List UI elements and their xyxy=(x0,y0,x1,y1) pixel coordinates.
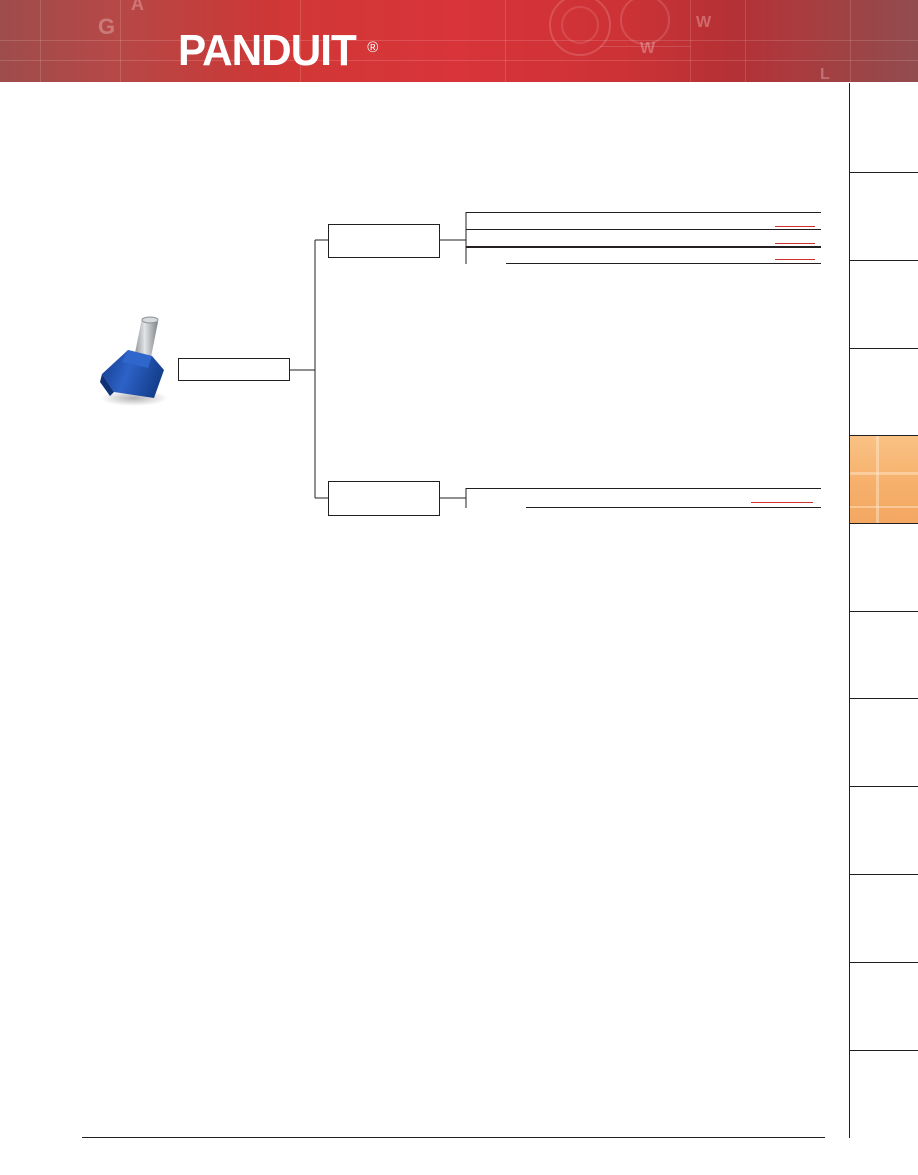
section-tab[interactable] xyxy=(850,172,918,260)
banner-texture-line xyxy=(600,46,690,47)
banner-texture-glyph: L xyxy=(820,66,830,83)
banner-gradient-overlay xyxy=(0,0,918,83)
leaf-row-4 xyxy=(470,491,750,505)
section-tab[interactable] xyxy=(850,523,918,611)
section-tab[interactable] xyxy=(850,786,918,874)
section-tab[interactable] xyxy=(850,874,918,962)
leaf-row-rule xyxy=(506,263,821,264)
leaf-row-rule xyxy=(526,507,821,508)
registered-mark: ® xyxy=(367,39,379,56)
banner-texture-line xyxy=(690,0,691,83)
footer-rule xyxy=(82,1137,825,1138)
banner-texture-line xyxy=(505,0,506,83)
header-banner: G A W W L PANDUIT ® xyxy=(0,0,918,83)
section-tab[interactable] xyxy=(850,611,918,698)
root-node xyxy=(178,358,290,381)
page-reference-link[interactable] xyxy=(775,243,815,244)
banner-texture-line xyxy=(850,0,851,83)
leaf-row-rule xyxy=(466,229,821,230)
section-tab[interactable] xyxy=(850,348,918,435)
section-tab[interactable] xyxy=(850,962,918,1050)
banner-texture-line xyxy=(745,0,746,83)
logo-wordmark: PANDUIT xyxy=(178,26,357,75)
page-reference-link[interactable] xyxy=(775,226,815,227)
banner-bottom-rule xyxy=(0,82,918,83)
section-tab-active[interactable] xyxy=(850,435,918,524)
banner-texture-glyph: G xyxy=(98,14,116,39)
leaf-row-rule xyxy=(466,488,821,489)
banner-texture-line xyxy=(300,0,301,83)
section-tab-strip xyxy=(849,83,918,1138)
banner-texture-glyph: W xyxy=(696,14,712,31)
banner-texture-circle xyxy=(620,0,670,45)
panduit-logo: PANDUIT ® xyxy=(178,26,379,75)
banner-texture-glyph: A xyxy=(131,0,144,14)
section-tab[interactable] xyxy=(850,1050,918,1138)
leaf-row-3 xyxy=(470,249,770,263)
leaf-row-rule xyxy=(466,212,821,213)
branch-node-top xyxy=(328,224,440,258)
section-tab[interactable] xyxy=(850,698,918,786)
banner-texture-line xyxy=(120,0,121,83)
banner-texture-circle xyxy=(549,0,611,56)
banner-texture-line xyxy=(0,40,918,41)
leaf-group-bottom xyxy=(466,488,821,508)
banner-texture-glyph: W xyxy=(640,40,656,57)
leaf-row-rule xyxy=(466,246,821,248)
banner-texture-line xyxy=(40,0,41,83)
ferrule-icon xyxy=(100,316,168,406)
branch-node-bottom xyxy=(328,481,440,516)
section-tab[interactable] xyxy=(850,260,918,348)
page-reference-link[interactable] xyxy=(775,259,815,260)
banner-texture-line xyxy=(0,60,918,61)
page-reference-link[interactable] xyxy=(751,502,813,503)
leaf-row-1 xyxy=(470,214,770,228)
leaf-group-top xyxy=(466,212,821,264)
leaf-row-2 xyxy=(470,231,770,245)
